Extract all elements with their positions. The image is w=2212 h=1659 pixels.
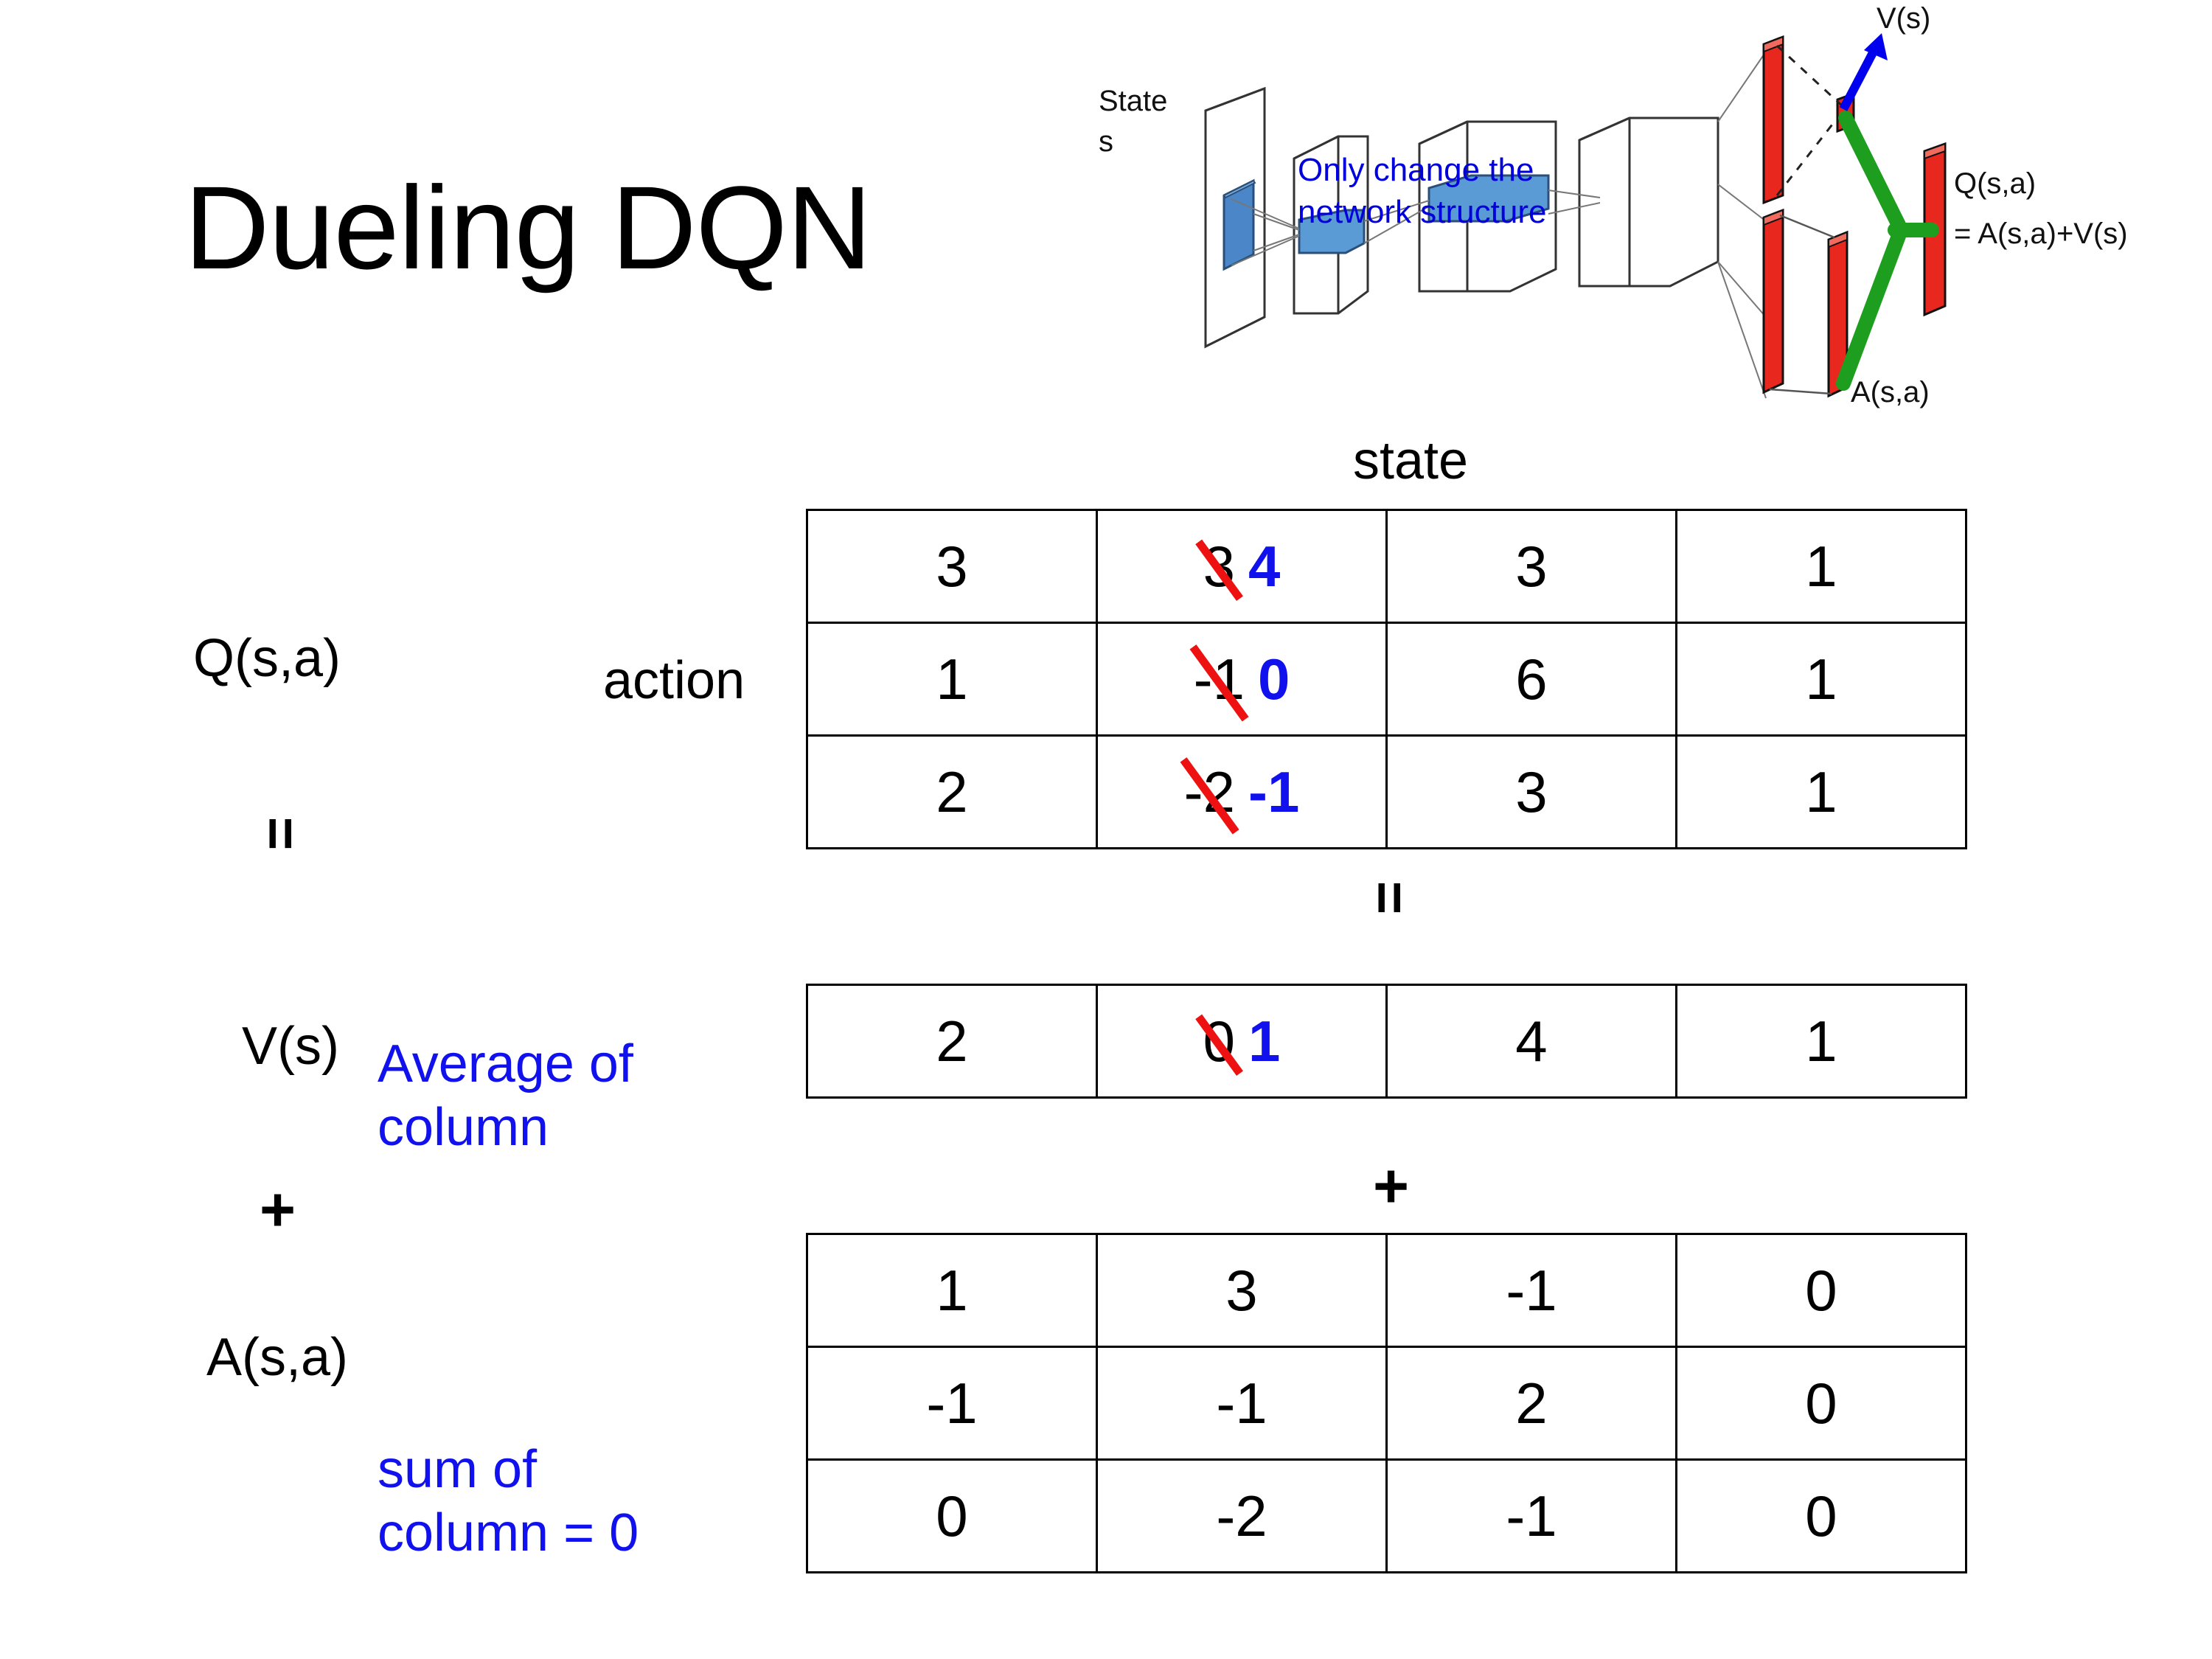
diagram-q-label-line2: = A(s,a)+V(s) — [1954, 218, 2128, 250]
v-cell-c1-old: 0 — [1203, 1008, 1235, 1074]
q-cell-r0c1-edited[interactable]: 3 4 — [1096, 509, 1388, 624]
table-row: -1 -1 2 0 — [806, 1346, 1967, 1461]
q-cell-r2c3[interactable]: 1 — [1675, 734, 1967, 849]
v-table: 2 0 1 4 1 — [806, 984, 1967, 1099]
table-row: 2 0 1 4 1 — [806, 984, 1967, 1099]
v-cell-c3[interactable]: 1 — [1675, 984, 1967, 1099]
diagram-a-label: A(s,a) — [1851, 376, 1930, 408]
q-cell-r2c1-edited[interactable]: -2 -1 — [1096, 734, 1388, 849]
v-note-line2: column — [378, 1098, 549, 1158]
v-note: Average of column — [378, 1032, 724, 1160]
table-row: 0 -2 -1 0 — [806, 1458, 1967, 1573]
q-cell-r1c1-old: -1 — [1193, 646, 1245, 712]
plus-sign-middle: + — [1373, 1151, 1410, 1220]
plus-sign-left: + — [260, 1175, 296, 1244]
q-cell-r1c2[interactable]: 6 — [1385, 622, 1677, 737]
diagram-note-line1: Only change the — [1298, 152, 1534, 188]
q-cell-r0c3[interactable]: 1 — [1675, 509, 1967, 624]
a-cell-r0c2[interactable]: -1 — [1385, 1233, 1677, 1348]
a-note-line2: column = 0 — [378, 1503, 639, 1563]
equals-sign-middle: = — [1357, 880, 1423, 915]
action-axis-label: action — [603, 651, 745, 710]
table-row: 2 -2 -1 3 1 — [806, 734, 1967, 849]
q-cell-r2c0[interactable]: 2 — [806, 734, 1098, 849]
q-cell-r0c1-new: 4 — [1248, 533, 1281, 599]
a-cell-r1c0[interactable]: -1 — [806, 1346, 1098, 1461]
table-row: 1 3 -1 0 — [806, 1233, 1967, 1348]
v-cell-c1-new: 1 — [1248, 1008, 1281, 1074]
diagram-state-label-line2: s — [1099, 125, 1113, 158]
diagram-state-label-line1: State — [1099, 85, 1167, 117]
q-cell-r2c1-old: -2 — [1183, 759, 1235, 824]
q-cell-r1c1-edited[interactable]: -1 0 — [1096, 622, 1388, 737]
a-cell-r2c2[interactable]: -1 — [1385, 1458, 1677, 1573]
a-note-line1: sum of — [378, 1440, 538, 1499]
q-cell-r0c1-old: 3 — [1203, 533, 1235, 599]
equals-sign-left: = — [248, 816, 314, 851]
a-table: 1 3 -1 0 -1 -1 2 0 0 -2 -1 0 — [806, 1233, 1967, 1573]
a-cell-r1c1[interactable]: -1 — [1096, 1346, 1388, 1461]
table-row: 1 -1 0 6 1 — [806, 622, 1967, 737]
v-function-label: V(s) — [242, 1017, 339, 1076]
v-cell-c0[interactable]: 2 — [806, 984, 1098, 1099]
q-cell-r0c0[interactable]: 3 — [806, 509, 1098, 624]
a-cell-r0c1[interactable]: 3 — [1096, 1233, 1388, 1348]
a-cell-r2c3[interactable]: 0 — [1675, 1458, 1967, 1573]
a-cell-r1c2[interactable]: 2 — [1385, 1346, 1677, 1461]
a-cell-r0c0[interactable]: 1 — [806, 1233, 1098, 1348]
v-note-line1: Average of — [378, 1034, 633, 1093]
q-cell-r2c1-new: -1 — [1248, 759, 1300, 824]
dueling-network-diagram: State s Only change the network structur… — [1084, 0, 2212, 413]
v-cell-c2[interactable]: 4 — [1385, 984, 1677, 1099]
a-note: sum of column = 0 — [378, 1438, 761, 1565]
a-function-label: A(s,a) — [206, 1328, 349, 1387]
v-cell-c1-edited[interactable]: 0 1 — [1096, 984, 1388, 1099]
a-cell-r0c3[interactable]: 0 — [1675, 1233, 1967, 1348]
page-title: Dueling DQN — [184, 161, 872, 293]
a-cell-r2c0[interactable]: 0 — [806, 1458, 1098, 1573]
table-row: 3 3 4 3 1 — [806, 509, 1967, 624]
diagram-note-line2: network structure — [1298, 194, 1546, 230]
a-cell-r1c3[interactable]: 0 — [1675, 1346, 1967, 1461]
diagram-v-label: V(s) — [1877, 2, 1930, 35]
diagram-q-label-line1: Q(s,a) — [1954, 167, 2036, 200]
q-cell-r0c2[interactable]: 3 — [1385, 509, 1677, 624]
q-cell-r1c3[interactable]: 1 — [1675, 622, 1967, 737]
q-cell-r2c2[interactable]: 3 — [1385, 734, 1677, 849]
q-cell-r1c1-new: 0 — [1257, 646, 1290, 712]
q-cell-r1c0[interactable]: 1 — [806, 622, 1098, 737]
a-cell-r2c1[interactable]: -2 — [1096, 1458, 1388, 1573]
q-table: 3 3 4 3 1 1 -1 0 6 — [806, 509, 1967, 849]
state-axis-label: state — [1353, 431, 1469, 490]
q-function-label: Q(s,a) — [193, 629, 341, 688]
